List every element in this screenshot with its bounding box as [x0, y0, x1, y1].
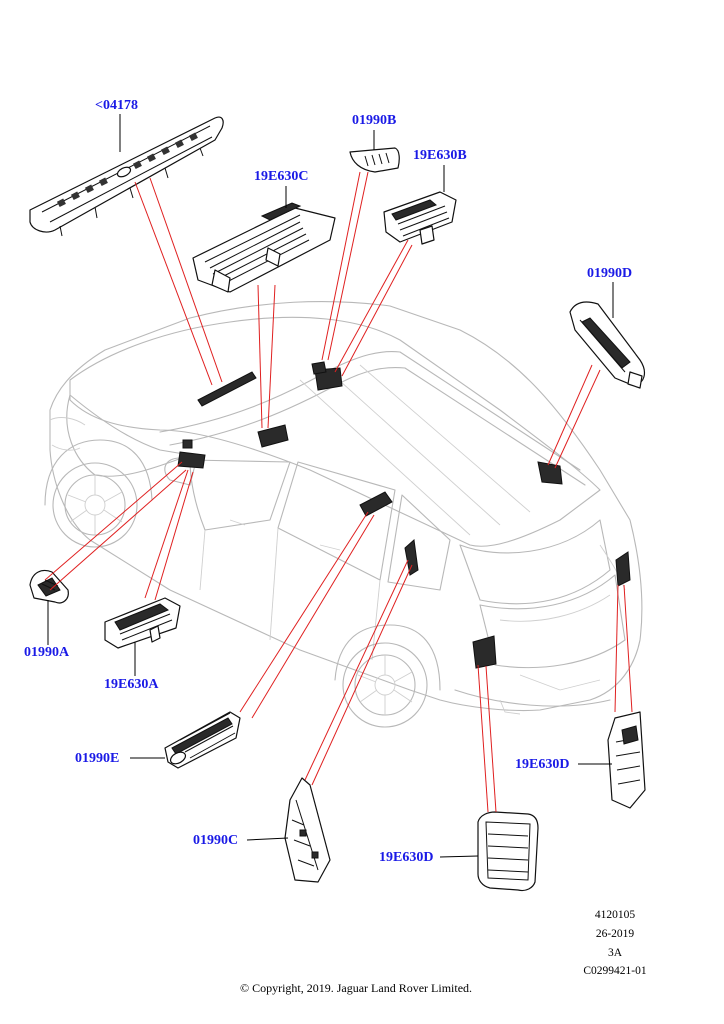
part-19E630D-right-vent: [607, 711, 646, 809]
callout-19E630D-bottom: 19E630D: [379, 850, 434, 865]
part-19E630A-vent: [104, 597, 181, 649]
part-01990B-clip: [349, 147, 400, 173]
part-01990D-housing: [569, 301, 646, 389]
callout-19E630B: 19E630B: [413, 148, 467, 163]
drawing-reference: C0299421-01: [583, 965, 647, 977]
drawing-date: 26-2019: [595, 928, 635, 940]
callout-04178: <04178: [95, 98, 138, 113]
part-01990E-duct: [164, 711, 241, 769]
callout-01990C: 01990C: [193, 833, 239, 848]
part-19E630D-bottom-vent: [477, 811, 539, 892]
install-location-marks: [177, 361, 631, 669]
drawing-number: 4120105: [594, 909, 636, 921]
callout-19E630D-right: 19E630D: [515, 757, 570, 772]
callout-leader-lines: [47, 114, 614, 858]
callout-01990E: 01990E: [75, 751, 120, 766]
part-19E630C-vent: [192, 202, 336, 293]
red-leader-lines: [44, 171, 633, 813]
part-19E630B-vent: [383, 191, 457, 245]
callout-01990B: 01990B: [352, 113, 397, 128]
part-04178-grille: [29, 116, 224, 237]
callout-01990A: 01990A: [24, 645, 70, 660]
copyright-notice: © Copyright, 2019. Jaguar Land Rover Lim…: [239, 981, 473, 995]
callout-19E630C: 19E630C: [254, 169, 309, 184]
callout-19E630A: 19E630A: [104, 677, 159, 692]
callout-01990D: 01990D: [587, 266, 633, 281]
part-01990A-vent: [29, 569, 69, 604]
part-01990C-duct: [284, 777, 331, 883]
drawing-revision: 3A: [607, 947, 623, 959]
